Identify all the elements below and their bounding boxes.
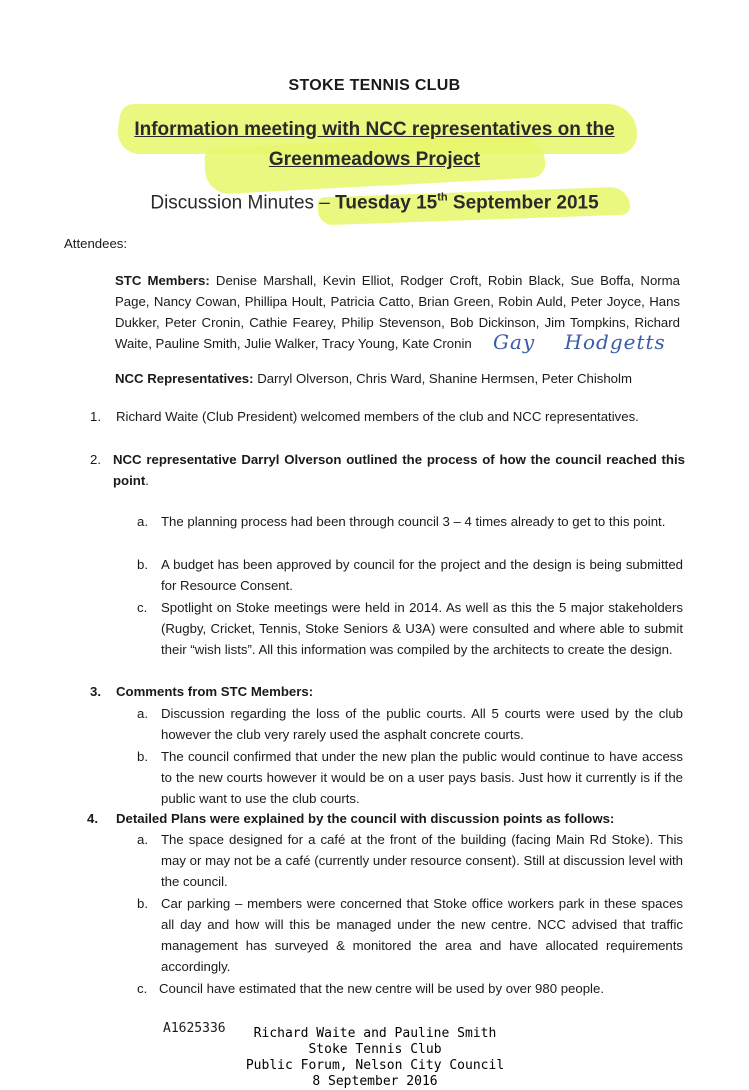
- meeting-subtitle-line1: Information meeting with NCC representat…: [134, 119, 615, 140]
- item-4a-letter: a.: [137, 832, 148, 847]
- item-2-tail: .: [145, 473, 149, 488]
- item-3a-text: Discussion regarding the loss of the pub…: [161, 706, 683, 742]
- item-2-heading: NCC representative Darryl Olverson outli…: [113, 452, 685, 488]
- item-2a-letter: a.: [137, 514, 148, 529]
- footer-line-3: Public Forum, Nelson City Council: [245, 1058, 505, 1073]
- minutes-day: Tuesday 15: [335, 192, 438, 214]
- minutes-heading: Discussion Minutes – Tuesday 15th Septem…: [0, 192, 749, 214]
- item-2b-letter: b.: [137, 557, 148, 572]
- item-1-number: 1.: [90, 409, 101, 424]
- item-2b-text: A budget has been approved by council fo…: [161, 557, 683, 593]
- stc-members-list: Denise Marshall, Kevin Elliot, Rodger Cr…: [115, 273, 680, 351]
- item-4-number: 4.: [87, 811, 98, 826]
- ncc-representatives-label: NCC Representatives:: [115, 371, 254, 386]
- minutes-month-year: September 2015: [447, 192, 599, 214]
- item-4-heading: Detailed Plans were explained by the cou…: [116, 811, 615, 826]
- item-4c-text: Council have estimated that the new cent…: [159, 981, 604, 996]
- footer-line-2: Stoke Tennis Club: [308, 1042, 442, 1057]
- minutes-prefix: Discussion Minutes –: [150, 192, 336, 214]
- item-4b-text: Car parking – members were concerned tha…: [161, 896, 683, 974]
- item-3b-letter: b.: [137, 749, 148, 764]
- ncc-representatives-block: NCC Representatives: Darryl Olverson, Ch…: [115, 368, 685, 389]
- item-2-text: NCC representative Darryl Olverson outli…: [113, 449, 685, 491]
- footer-line-4: 8 September 2016: [312, 1074, 438, 1089]
- item-4b-letter: b.: [137, 896, 148, 911]
- item-3-number: 3.: [90, 684, 101, 699]
- item-1-text: Richard Waite (Club President) welcomed …: [116, 409, 639, 424]
- attendees-label: Attendees:: [64, 236, 128, 251]
- document-reference: A1625336: [163, 1021, 226, 1036]
- item-2-number: 2.: [90, 452, 101, 467]
- item-2a-text: The planning process had been through co…: [161, 514, 666, 529]
- club-title: STOKE TENNIS CLUB: [288, 77, 461, 94]
- item-2c-letter: c.: [137, 600, 148, 615]
- item-3-heading: Comments from STC Members:: [116, 684, 314, 699]
- stc-members-label: STC Members:: [115, 273, 210, 288]
- stc-members-block: STC Members: Denise Marshall, Kevin Elli…: [115, 270, 680, 354]
- meeting-subtitle-line2: Greenmeadows Project: [268, 149, 481, 170]
- item-4a-text: The space designed for a café at the fro…: [161, 832, 683, 889]
- handwritten-signature: Gay Hodgetts: [493, 330, 666, 354]
- item-2c-text: Spotlight on Stoke meetings were held in…: [161, 600, 683, 657]
- item-3a-letter: a.: [137, 706, 148, 721]
- footer-line-1: Richard Waite and Pauline Smith: [253, 1026, 497, 1041]
- footer-block: Richard Waite and Pauline Smith Stoke Te…: [245, 1026, 505, 1090]
- item-3b-text: The council confirmed that under the new…: [161, 749, 683, 806]
- minutes-day-suffix: th: [437, 192, 448, 204]
- ncc-representatives-list: Darryl Olverson, Chris Ward, Shanine Her…: [257, 371, 632, 386]
- item-4c-letter: c.: [137, 981, 148, 996]
